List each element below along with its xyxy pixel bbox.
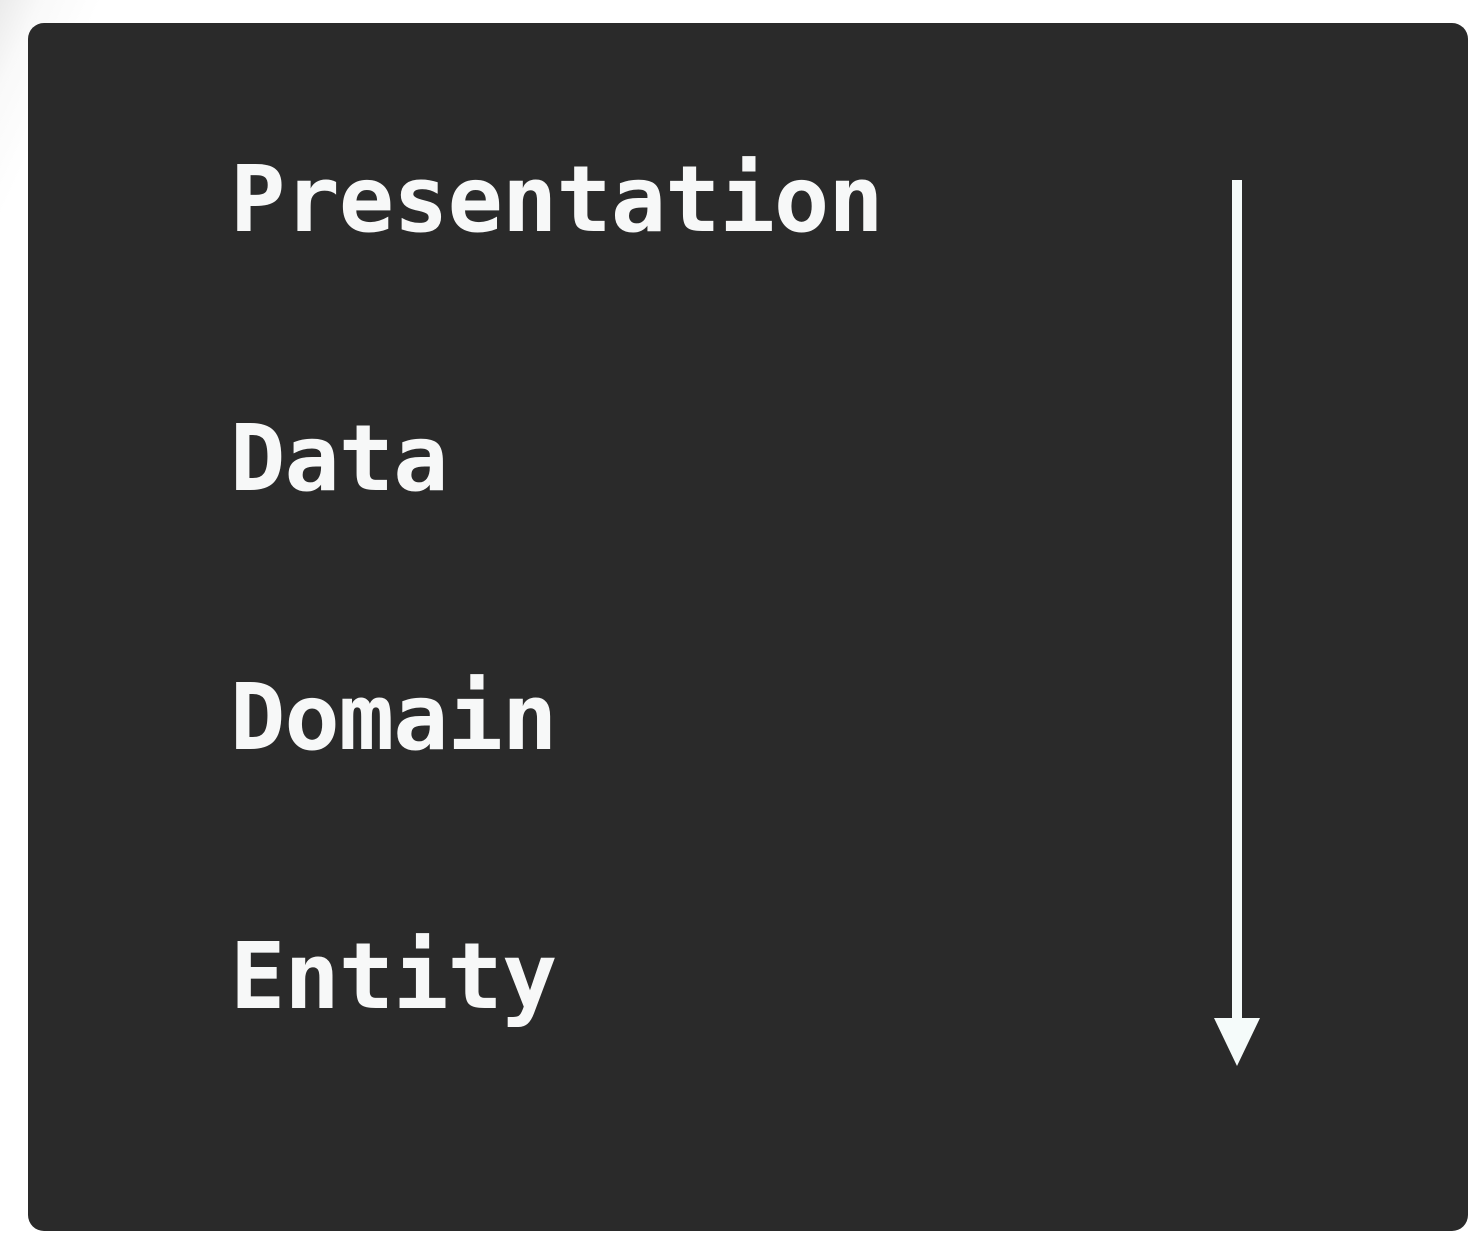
layer-label-data: Data bbox=[230, 405, 449, 512]
down-arrow-icon bbox=[1214, 180, 1260, 1066]
layers-diagram-panel: Presentation Data Domain Entity bbox=[28, 23, 1468, 1231]
layer-label-entity: Entity bbox=[230, 923, 557, 1030]
layer-label-presentation: Presentation bbox=[230, 146, 884, 253]
layer-label-domain: Domain bbox=[230, 664, 557, 771]
